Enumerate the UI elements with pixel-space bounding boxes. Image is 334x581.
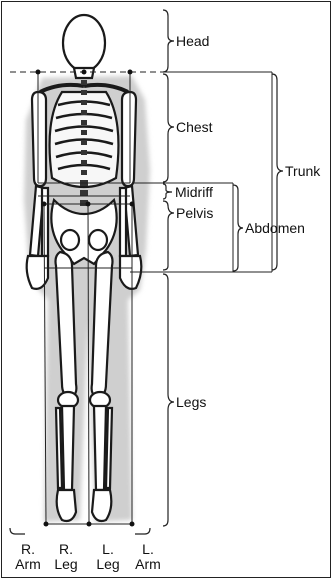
column-label-line1: L. xyxy=(133,542,163,557)
column-label-line1: L. xyxy=(93,542,123,557)
column-label-line1: R. xyxy=(13,542,43,557)
label-head: Head xyxy=(176,34,209,48)
column-label-left-leg: L. Leg xyxy=(93,542,123,572)
label-pelvis: Pelvis xyxy=(176,206,213,220)
label-abdomen: Abdomen xyxy=(245,221,305,235)
column-label-line2: Leg xyxy=(51,557,81,572)
label-trunk: Trunk xyxy=(285,164,320,178)
label-chest: Chest xyxy=(176,120,213,134)
column-label-line2: Arm xyxy=(13,557,43,572)
column-label-line1: R. xyxy=(51,542,81,557)
column-label-line2: Leg xyxy=(93,557,123,572)
column-label-right-leg: R. Leg xyxy=(51,542,81,572)
column-label-right-arm: R. Arm xyxy=(13,542,43,572)
column-label-line2: Arm xyxy=(133,557,163,572)
label-midriff: Midriff xyxy=(175,185,213,199)
label-legs: Legs xyxy=(176,395,206,409)
column-label-left-arm: L. Arm xyxy=(133,542,163,572)
